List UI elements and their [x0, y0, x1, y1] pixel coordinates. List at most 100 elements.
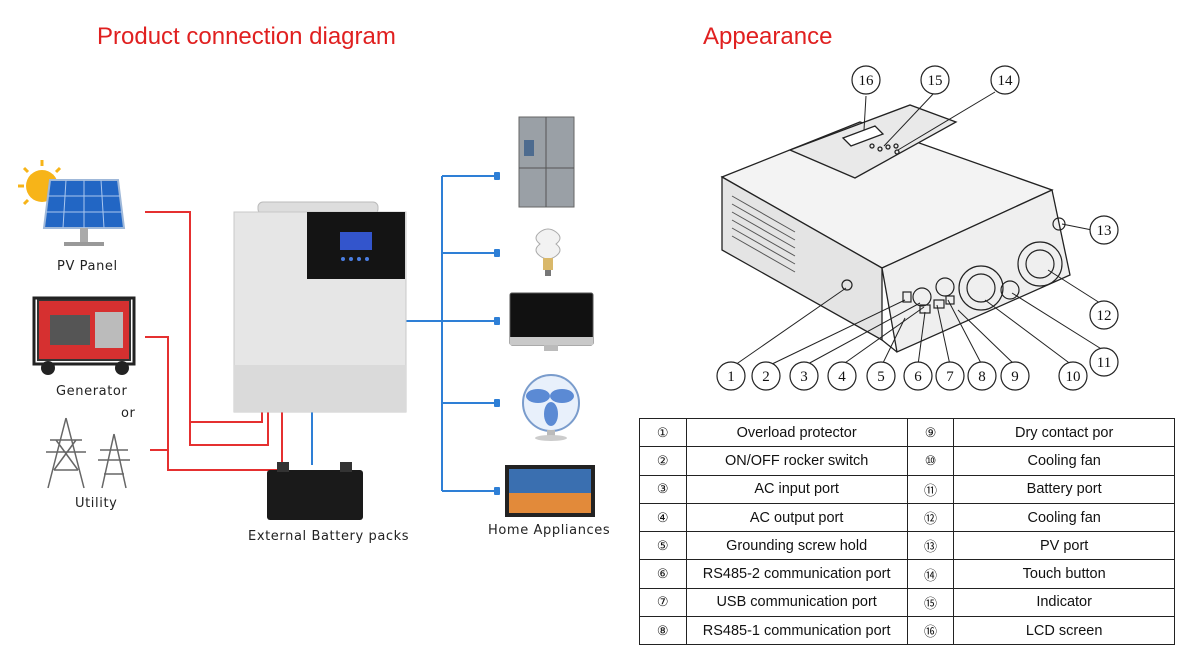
part-number: ⑫ [906, 502, 955, 533]
svg-text:3: 3 [800, 369, 808, 385]
part-name: AC input port [685, 474, 908, 504]
callout-numbers: 1 2 3 4 5 6 7 8 9 10 11 12 13 14 15 16 [727, 73, 1111, 385]
svg-text:1: 1 [727, 369, 735, 385]
fan-icon [522, 374, 580, 441]
part-name: LCD screen [953, 616, 1175, 646]
vent-grille [731, 195, 796, 273]
tv-icon [505, 465, 595, 517]
fridge-icon [518, 116, 575, 208]
or-label: or [121, 406, 136, 421]
plug-icon [494, 249, 500, 257]
plug-icon [494, 172, 500, 180]
svg-text:14: 14 [998, 73, 1014, 89]
part-name: ON/OFF rocker switch [685, 446, 908, 476]
part-number: ③ [639, 474, 687, 504]
svg-text:2: 2 [762, 369, 770, 385]
part-number: ⑥ [639, 559, 687, 589]
part-number: ⑮ [906, 587, 955, 618]
svg-text:16: 16 [859, 73, 875, 89]
part-name: Cooling fan [953, 502, 1175, 533]
part-number: ② [639, 446, 687, 476]
plug-icon [494, 399, 500, 407]
callout-5 [866, 361, 896, 391]
callout-4 [827, 361, 857, 391]
utility-label: Utility [75, 496, 118, 511]
svg-text:15: 15 [928, 73, 943, 89]
svg-text:5: 5 [877, 369, 885, 385]
part-number: ⑨ [906, 417, 955, 448]
part-name: Indicator [953, 587, 1175, 618]
red-wires [145, 211, 283, 471]
right-title: Appearance [703, 23, 833, 50]
battery-icon [267, 462, 363, 520]
home-appliances-label: Home Appliances [488, 523, 611, 538]
callout-8 [967, 361, 997, 391]
callout-13 [1089, 215, 1119, 245]
pv-panel-icon [18, 160, 126, 246]
svg-text:10: 10 [1066, 369, 1081, 385]
part-name: Overload protector [685, 417, 908, 448]
svg-text:7: 7 [946, 369, 954, 385]
callout-15 [920, 65, 950, 95]
part-name: AC output port [685, 502, 908, 533]
generator-icon [32, 296, 136, 375]
part-name: PV port [953, 531, 1175, 561]
part-name: RS485-1 communication port [685, 616, 908, 646]
part-number: ① [639, 417, 687, 448]
part-number: ⑯ [906, 616, 955, 646]
part-name: RS485-2 communication port [685, 559, 908, 589]
part-number: ⑩ [906, 446, 955, 476]
part-number: ⑭ [906, 559, 955, 589]
svg-text:9: 9 [1011, 369, 1019, 385]
bulb-icon [535, 228, 561, 276]
callout-14 [990, 65, 1020, 95]
plug-icon [494, 487, 500, 495]
callout-10 [1058, 361, 1088, 391]
rear-ports [841, 217, 1066, 314]
part-number: ④ [639, 502, 687, 533]
callout-11 [1089, 347, 1119, 377]
part-number: ⑦ [639, 587, 687, 618]
plug-icon [494, 317, 500, 325]
svg-text:13: 13 [1097, 223, 1112, 239]
svg-text:6: 6 [914, 369, 922, 385]
callout-9 [1000, 361, 1030, 391]
callout-16 [851, 65, 881, 95]
left-title: Product connection diagram [97, 23, 396, 50]
callout-circles [716, 65, 1119, 391]
callout-7 [935, 361, 965, 391]
svg-text:12: 12 [1097, 308, 1112, 324]
plug-icons [494, 172, 500, 495]
callout-6 [903, 361, 933, 391]
callout-1 [716, 361, 746, 391]
inverter-icon [233, 201, 407, 413]
blue-wires [311, 175, 497, 492]
svg-text:11: 11 [1097, 355, 1111, 371]
part-name: Touch button [953, 559, 1175, 589]
part-name: Dry contact por [953, 417, 1175, 448]
svg-text:4: 4 [838, 369, 846, 385]
callout-leaders [734, 91, 1104, 366]
part-name: Cooling fan [953, 446, 1175, 476]
part-number: ⑬ [906, 531, 955, 561]
part-number: ⑤ [639, 531, 687, 561]
utility-tower-icon [46, 417, 130, 489]
monitor-icon [509, 292, 594, 351]
battery-label: External Battery packs [248, 529, 410, 544]
part-name: Grounding screw hold [685, 531, 908, 561]
callout-12 [1089, 300, 1119, 330]
generator-label: Generator [56, 384, 128, 399]
part-number: ⑧ [639, 616, 687, 646]
pv-panel-label: PV Panel [57, 259, 118, 274]
callout-3 [789, 361, 819, 391]
callout-2 [751, 361, 781, 391]
